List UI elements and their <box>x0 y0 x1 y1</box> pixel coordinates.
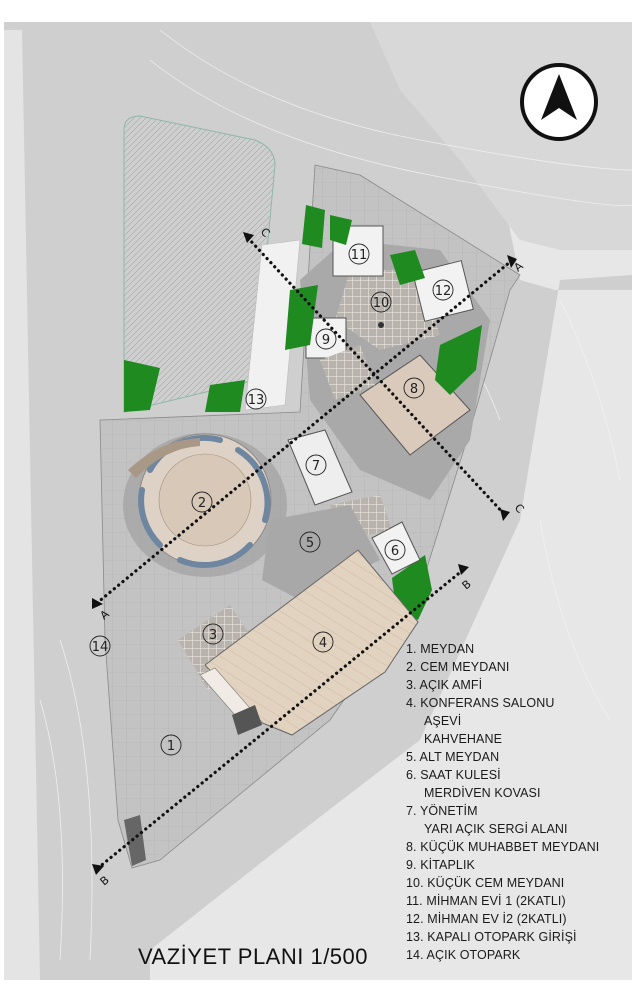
marker-13: 13 <box>245 388 267 410</box>
green-area <box>330 215 352 245</box>
legend-item: KAHVEHANE <box>424 732 503 746</box>
marker-11: 11 <box>348 243 370 265</box>
cem-edge <box>128 438 200 478</box>
marker-4: 4 <box>312 631 334 653</box>
section-lines <box>95 236 512 870</box>
legend-item: 14. AÇIK OTOPARK <box>406 948 521 962</box>
section-line-c <box>246 236 507 517</box>
section-arrowheads <box>92 232 517 875</box>
green-area <box>435 325 482 395</box>
section-a-start-arrow <box>92 598 103 609</box>
open-parking-area <box>123 115 276 413</box>
svg-text:12: 12 <box>435 284 452 299</box>
legend-item: 7. YÖNETİM <box>406 804 478 818</box>
legend-item: 11. MİHMAN EVİ 1 (2KATLI) <box>406 894 566 908</box>
legend-item: 8. KÜÇÜK MUHABBET MEYDANI <box>406 840 600 854</box>
marker-7: 7 <box>305 454 327 476</box>
section-c-start-arrow <box>243 232 254 243</box>
svg-text:10: 10 <box>373 296 390 311</box>
svg-text:6: 6 <box>391 544 399 559</box>
section-c-end-arrow <box>500 509 510 521</box>
green-area <box>124 360 160 412</box>
marker-1: 1 <box>160 734 182 756</box>
right-road <box>150 30 632 980</box>
green-area <box>390 250 425 285</box>
svg-text:2: 2 <box>198 496 206 511</box>
legend-item: AŞEVİ <box>424 714 462 728</box>
svg-text:8: 8 <box>410 382 418 397</box>
svg-text:5: 5 <box>306 536 314 551</box>
cem-inner-circle <box>158 453 252 547</box>
marker-2: 2 <box>191 491 213 513</box>
green-area <box>205 380 245 412</box>
administration-building <box>287 429 353 506</box>
north-arrow-icon <box>520 63 598 141</box>
guest-house-2 <box>412 260 474 322</box>
stair-shadow <box>124 815 146 866</box>
marker-12: 12 <box>432 279 454 301</box>
open-amphitheatre <box>178 605 260 690</box>
section-line-a <box>95 260 512 605</box>
lower-plaza <box>262 505 380 600</box>
svg-text:9: 9 <box>322 333 330 348</box>
left-road-strip <box>4 30 40 980</box>
legend-item: 12. MİHMAN EV İ2 (2KATLI) <box>406 912 567 926</box>
svg-text:1: 1 <box>167 739 175 754</box>
marker-10: 10 <box>370 291 392 313</box>
legend-list: 1. MEYDAN 2. CEM MEYDANI 3. AÇIK AMFİ 4. KO… <box>406 640 631 964</box>
marker-9: 9 <box>315 328 337 350</box>
svg-text:11: 11 <box>351 248 368 263</box>
legend-item: MERDİVEN KOVASI <box>424 786 541 800</box>
plan-title: VAZİYET PLANI 1/500 <box>138 944 369 969</box>
legend-item: YARI AÇIK SERGİ ALANI <box>424 822 568 836</box>
svg-text:14: 14 <box>92 640 109 655</box>
green-area <box>285 285 318 350</box>
legend-item: 6. SAAT KULESİ <box>406 768 501 782</box>
marker-6: 6 <box>384 539 406 561</box>
green-area <box>302 205 325 248</box>
marker-8: 8 <box>403 377 425 399</box>
legend-item: 10. KÜÇÜK CEM MEYDANI <box>406 876 565 890</box>
center-point <box>378 322 384 328</box>
area-markers: 1 2 3 4 5 6 7 8 9 10 11 12 13 14 <box>89 243 454 756</box>
section-a-end-arrow <box>507 255 517 268</box>
marker-5: 5 <box>299 531 321 553</box>
legend-item: 5. ALT MEYDAN <box>406 750 500 764</box>
section-b-end-arrow <box>458 564 469 575</box>
parking-ramp <box>244 239 301 411</box>
marker-14: 14 <box>89 635 111 657</box>
entrance-shadow <box>232 705 262 735</box>
section-line-b <box>96 568 465 870</box>
legend-item: 4. KONFERANS SALONU <box>406 696 555 710</box>
clock-tower <box>371 521 421 575</box>
svg-text:3: 3 <box>209 628 217 643</box>
legend-item: 2. CEM MEYDANI <box>406 660 510 674</box>
svg-text:4: 4 <box>319 636 327 651</box>
marker-3: 3 <box>202 623 224 645</box>
svg-text:13: 13 <box>248 393 265 408</box>
svg-text:7: 7 <box>312 459 320 474</box>
section-b-start-arrow <box>92 864 104 875</box>
legend-item: 3. AÇIK AMFİ <box>406 678 483 692</box>
legend-item: 1. MEYDAN <box>406 642 475 656</box>
legend-item: 9. KİTAPLIK <box>406 858 475 872</box>
legend-item: 13. KAPALI OTOPARK GİRİŞİ <box>406 930 577 944</box>
